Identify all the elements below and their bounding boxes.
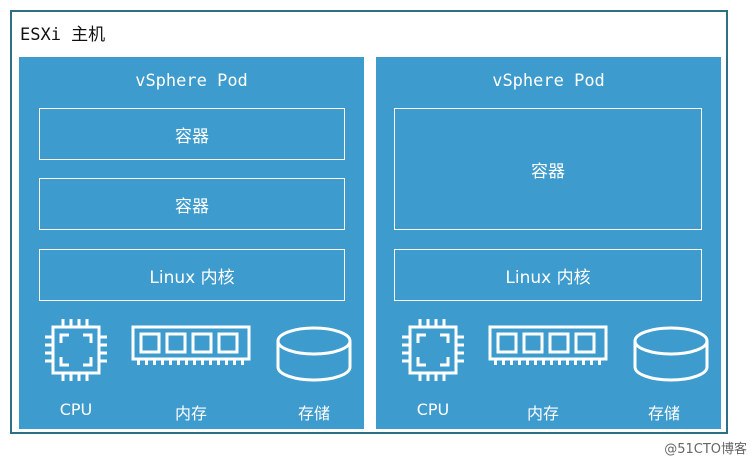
storage-icon [633, 326, 709, 382]
memory-label: 内存 [526, 404, 559, 423]
vsphere-pod-2: vSphere Pod 容器 Linux 内核 [376, 57, 721, 429]
linux-kernel-box: Linux 内核 [39, 249, 345, 301]
linux-kernel-box: Linux 内核 [394, 249, 702, 301]
memory-icon [488, 325, 608, 365]
memory-label: 内存 [174, 404, 207, 423]
pod-title: vSphere Pod [492, 71, 605, 91]
memory-icon [131, 325, 251, 365]
vsphere-pod-1: vSphere Pod 容器 容器 Linux 内核 [19, 57, 364, 429]
cpu-label: CPU [416, 400, 450, 419]
cpu-icon [45, 319, 107, 381]
pod-title: vSphere Pod [135, 71, 248, 91]
storage-label: 存储 [297, 404, 330, 423]
cpu-label: CPU [59, 400, 93, 419]
container-box: 容器 [39, 178, 345, 230]
esxi-host-box: ESXi 主机 vSphere Pod 容器 容器 Linux 内核 [10, 10, 728, 434]
watermark: @51CTO博客 [664, 442, 747, 457]
host-title: ESXi 主机 [20, 25, 106, 45]
container-box: 容器 [39, 108, 345, 160]
container-box: 容器 [394, 108, 702, 230]
cpu-icon [402, 319, 464, 381]
storage-icon [276, 326, 352, 382]
storage-label: 存储 [647, 404, 680, 423]
